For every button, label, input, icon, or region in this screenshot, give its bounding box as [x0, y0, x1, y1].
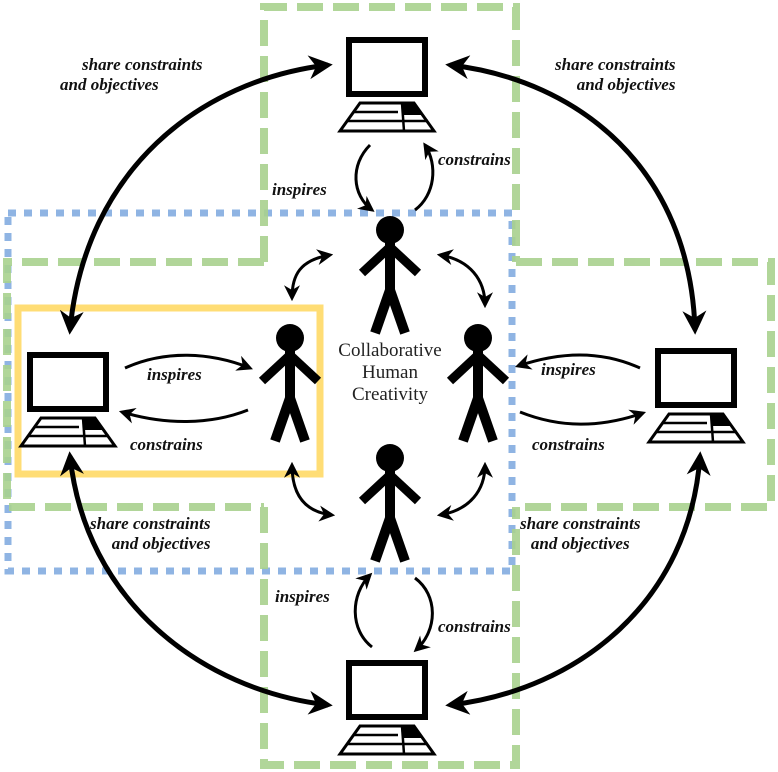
label-left-constrains: constrains: [130, 435, 203, 454]
label-right-constrains: constrains: [532, 435, 605, 454]
label-bottom-constrains: constrains: [438, 617, 511, 636]
left-computer-icon: [21, 355, 115, 446]
label-top-inspires: inspires: [272, 180, 327, 199]
top-computer-icon: [340, 40, 434, 131]
label-line: and objectives: [60, 75, 159, 94]
label-share-top-left: share constraints and objectives: [60, 55, 202, 95]
label-share-bottom-left: share constraints and objectives: [90, 514, 210, 554]
label-top-constrains: constrains: [438, 150, 511, 169]
label-line: share constraints: [82, 55, 203, 74]
human-links: [284, 249, 493, 522]
label-left-inspires: inspires: [147, 365, 202, 384]
label-line: and objectives: [530, 534, 630, 553]
label-line: share constraints: [555, 55, 676, 74]
center-label: Collaborative Human Creativity: [320, 340, 460, 406]
left-human-icon: [262, 324, 318, 441]
center-label-line3: Creativity: [352, 384, 428, 405]
label-right-inspires: inspires: [541, 360, 596, 379]
label-line: share constraints: [90, 514, 211, 533]
bottom-human-icon: [362, 444, 418, 561]
pair-arrows: [118, 142, 647, 653]
label-line: and objectives: [576, 75, 676, 94]
label-share-top-right: share constraints and objectives: [555, 55, 675, 95]
label-line: and objectives: [111, 534, 211, 553]
top-human-icon: [362, 216, 418, 333]
center-label-line1: Collaborative: [338, 340, 442, 361]
bottom-computer-icon: [340, 663, 434, 754]
label-line: share constraints: [520, 514, 641, 533]
outer-arrows: [59, 55, 711, 715]
label-share-bottom-right: share constraints and objectives: [520, 514, 640, 554]
label-bottom-inspires: inspires: [275, 587, 330, 606]
right-computer-icon: [649, 351, 743, 442]
center-label-line2: Human: [362, 362, 418, 383]
